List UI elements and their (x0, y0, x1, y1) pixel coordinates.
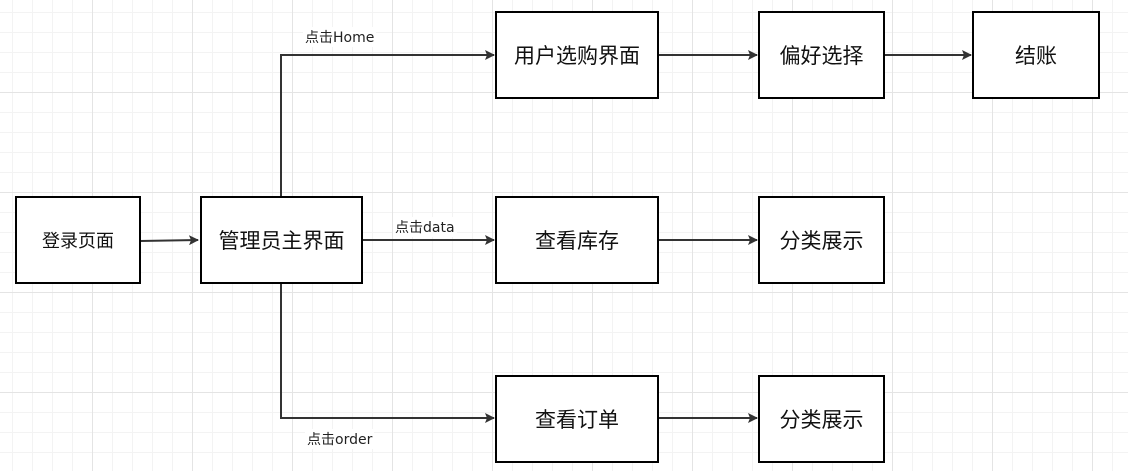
edge-admin-to-user-shop (280, 50, 495, 196)
edge-admin-to-orders (280, 283, 495, 423)
node-view-orders: 查看订单 (495, 375, 659, 463)
node-user-shop: 用户选购界面 (495, 11, 659, 99)
node-login-page: 登录页面 (15, 196, 141, 284)
node-preference: 偏好选择 (758, 11, 885, 99)
node-category-display-2: 分类展示 (758, 375, 885, 463)
edge-label-click-order: 点击order (305, 429, 375, 449)
node-checkout: 结账 (972, 11, 1100, 99)
node-admin-main: 管理员主界面 (200, 196, 363, 284)
edge-login-to-admin (139, 235, 199, 246)
edge-label-click-home: 点击Home (303, 27, 377, 47)
node-category-display-1: 分类展示 (758, 196, 885, 284)
edge-label-click-data: 点击data (393, 217, 457, 237)
node-view-inventory: 查看库存 (495, 196, 659, 284)
